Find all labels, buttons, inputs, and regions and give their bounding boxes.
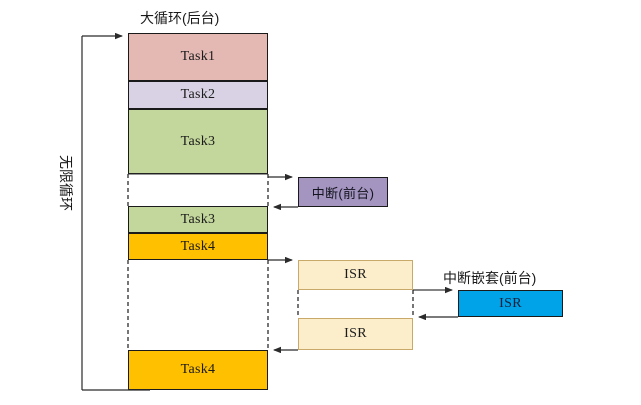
- task-block-label: Task3: [180, 211, 216, 227]
- task-block-task4: Task4: [128, 233, 268, 260]
- task-block-label: Task4: [180, 362, 216, 377]
- task-block-task1: Task1: [128, 33, 268, 81]
- isr-box-upper: ISR: [298, 260, 413, 290]
- task-block-label: Task2: [180, 87, 216, 102]
- infinite-loop-label: 无限循环: [58, 155, 74, 211]
- arrow-interrupt-enter: [128, 173, 293, 181]
- isr-box-nested: ISR: [458, 290, 563, 317]
- task-block-task3: Task3: [128, 109, 268, 174]
- isr-label: ISR: [344, 326, 367, 341]
- task-block-task4-resume: Task4: [128, 350, 268, 390]
- isr-label: ISR: [499, 295, 522, 311]
- task-block-task3-resume: Task3: [128, 206, 268, 233]
- interrupt-foreground-box: 中断(前台): [298, 177, 388, 207]
- task-block-label: Task3: [180, 133, 216, 149]
- task-block-label: Task4: [180, 238, 216, 254]
- main-loop-title: 大循环(后台): [140, 10, 220, 26]
- isr-label: ISR: [344, 267, 367, 282]
- task-block-label: Task1: [180, 49, 216, 64]
- interrupt-foreground-label: 中断(前台): [311, 185, 375, 201]
- dashed-time-axis-isr: [297, 290, 414, 318]
- isr-box-lower: ISR: [298, 318, 413, 350]
- nested-interrupt-label: 中断嵌套(前台): [443, 270, 537, 286]
- task-block-task2: Task2: [128, 81, 268, 109]
